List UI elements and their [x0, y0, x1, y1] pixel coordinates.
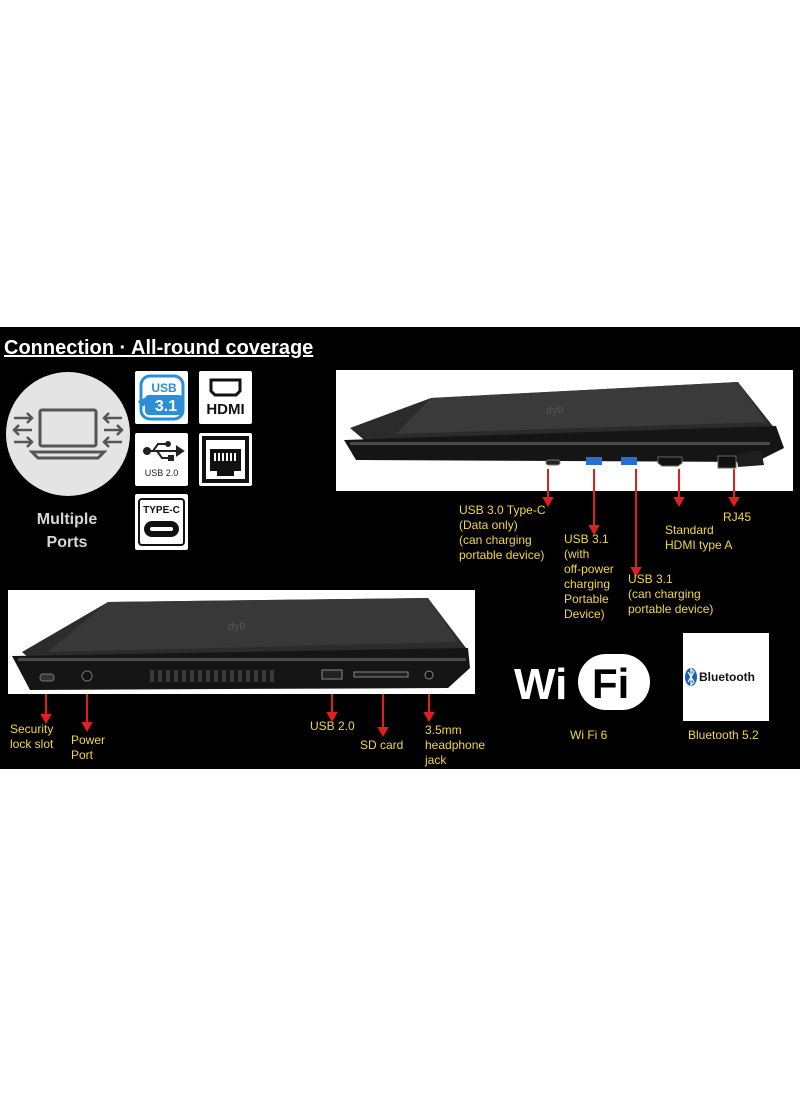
label-usb30-typec: USB 3.0 Type-C (Data only) (can charging…: [459, 503, 546, 562]
svg-text:dyb: dyb: [228, 620, 246, 633]
label-usb20: USB 2.0: [310, 719, 355, 733]
label-usb31-charging: USB 3.1 (can charging portable device): [628, 572, 714, 616]
wifi-logo-left: Wi: [514, 660, 567, 709]
bluetooth-logo-text: Bluetooth: [699, 670, 755, 684]
laptop-ports-icon: [12, 408, 124, 460]
usb31-icon: USB 3.1: [138, 374, 185, 421]
laptop-right-side-photo: dyb: [336, 370, 793, 491]
label-hdmi: Standard HDMI type A: [665, 523, 733, 552]
wifi-icon: Wi Fi: [514, 654, 650, 710]
label-usb31-offpower: USB 3.1 (with off-power charging Portabl…: [564, 532, 614, 621]
svg-text:dyb: dyb: [545, 404, 564, 417]
hdmi-tile: HDMI: [199, 371, 252, 424]
multiple-ports-label: Multiple Ports: [36, 511, 98, 551]
label-rj45: RJ45: [723, 510, 752, 524]
label-power-port: Power Port: [71, 733, 106, 762]
ethernet-icon: [202, 436, 249, 483]
usb31-tile: USB 3.1: [135, 371, 188, 424]
laptop-left-side-photo: dyb: [8, 590, 475, 694]
usb31-top-text: USB: [151, 381, 177, 395]
hdmi-text: HDMI: [206, 401, 244, 418]
connectivity-banner: Connection · All-round coverage Multiple…: [0, 327, 800, 769]
typec-tile: TYPE-C: [135, 494, 188, 550]
bluetooth-logo: Bluetooth: [683, 633, 769, 721]
multiple-ports-badge: [6, 372, 130, 496]
bluetooth-icon: Bluetooth: [685, 667, 755, 687]
page-title: Connection · All-round coverage: [4, 337, 314, 359]
usb31-bottom-text: 3.1: [155, 398, 177, 415]
hdmi-icon: HDMI: [206, 378, 245, 418]
wifi-logo-right: Fi: [592, 660, 629, 707]
rj45-tile: [199, 433, 252, 486]
label-security-lock: Security lock slot: [10, 722, 54, 751]
typec-text: TYPE-C: [143, 505, 180, 516]
usb20-text: USB 2.0: [145, 468, 179, 478]
bluetooth-caption: Bluetooth 5.2: [688, 728, 759, 742]
label-headphone-jack: 3.5mm headphone jack: [425, 723, 486, 767]
usb20-tile: USB 2.0: [135, 433, 188, 486]
wifi-caption: Wi Fi 6: [570, 728, 608, 742]
wifi-logo: Wi Fi: [512, 652, 652, 712]
typec-icon: TYPE-C: [138, 498, 185, 546]
label-sd-card: SD card: [360, 738, 404, 752]
usb-trident-icon: USB 2.0: [143, 441, 185, 478]
